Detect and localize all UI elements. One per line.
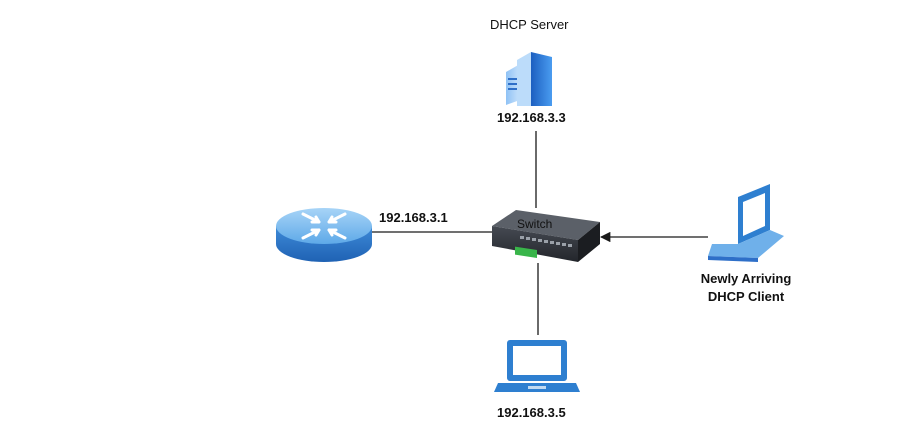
router-icon bbox=[276, 208, 372, 262]
dhcp-server-title: DHCP Server bbox=[490, 17, 569, 32]
switch-led bbox=[515, 246, 537, 259]
router-ip: 192.168.3.1 bbox=[379, 210, 448, 225]
new-client-label-line1: Newly Arriving bbox=[700, 271, 792, 286]
bottom-client-ip: 192.168.3.5 bbox=[497, 405, 566, 420]
switch-label: Switch bbox=[517, 217, 553, 231]
new-client-label-line2: DHCP Client bbox=[707, 289, 785, 304]
server-icon bbox=[506, 52, 552, 106]
dhcp-server-ip: 192.168.3.3 bbox=[497, 110, 566, 125]
new-client-label: Newly Arriving DHCP Client bbox=[686, 271, 806, 304]
bottom-client-laptop-icon bbox=[494, 340, 580, 392]
switch-icon bbox=[492, 210, 600, 262]
new-client-laptop-icon bbox=[708, 184, 784, 262]
